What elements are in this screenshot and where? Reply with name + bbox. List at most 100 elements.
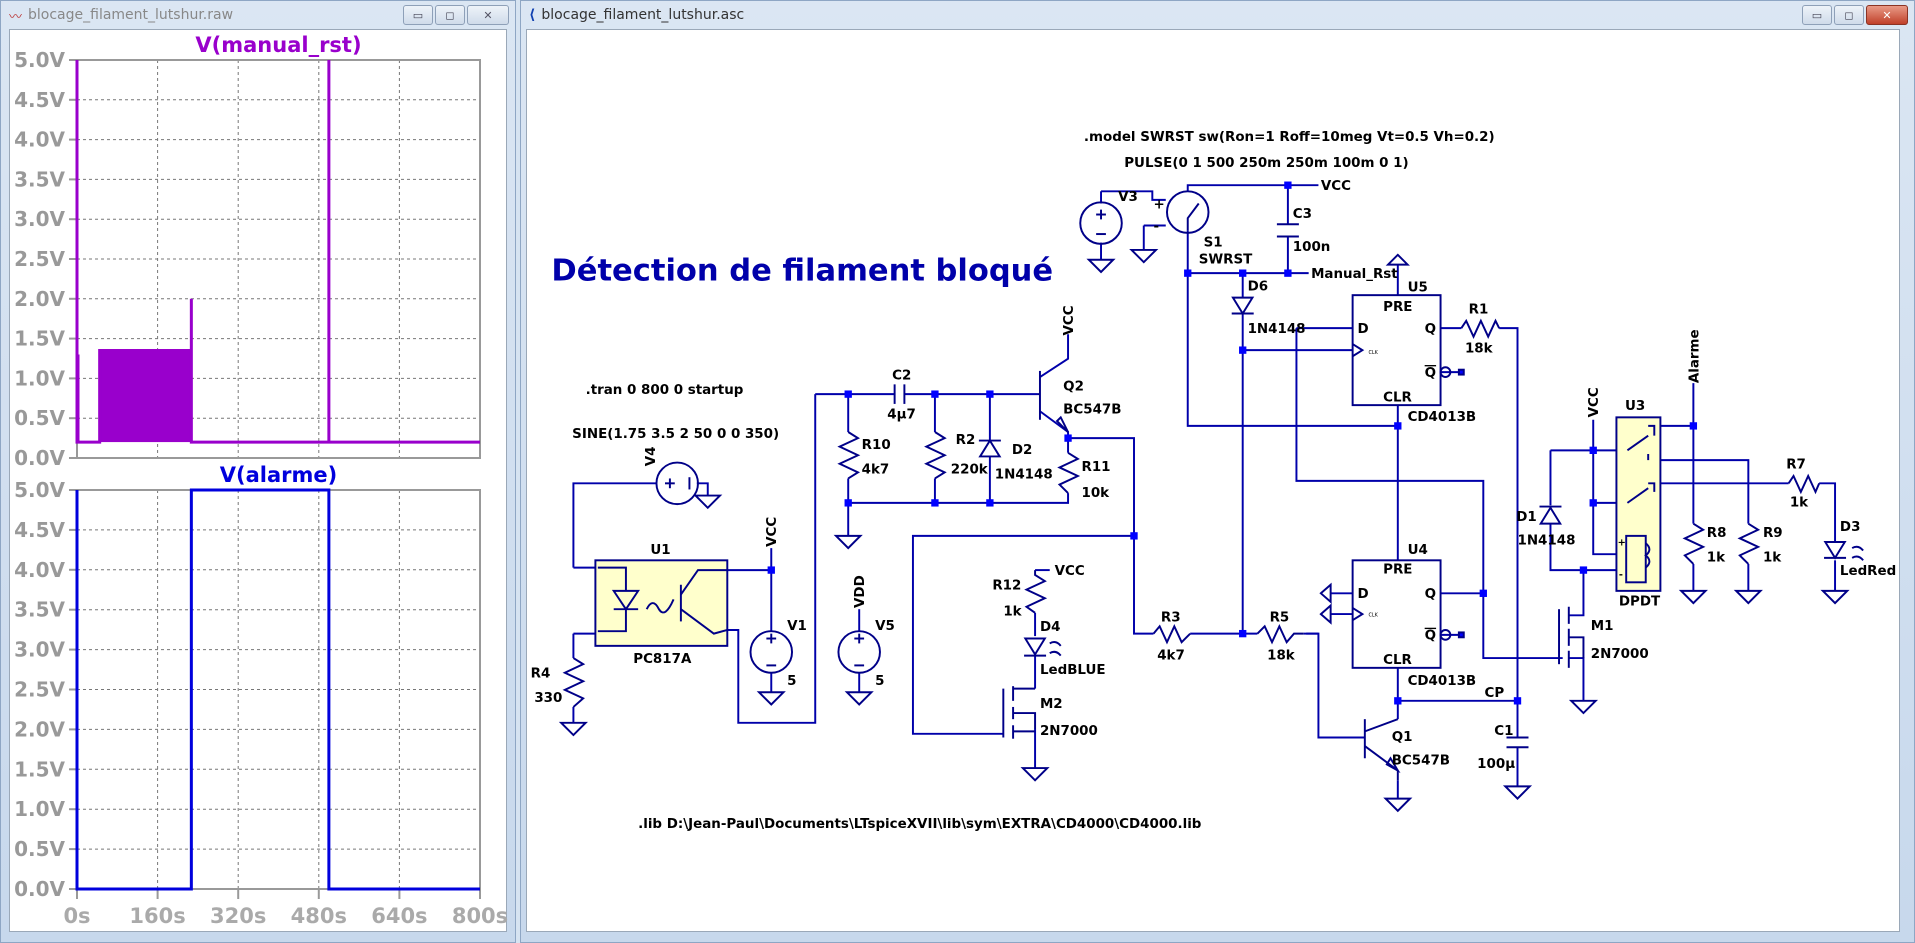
- value-c2[interactable]: 4µ7: [887, 408, 916, 423]
- value-d1[interactable]: 1N4148: [1518, 533, 1576, 548]
- value-m2[interactable]: 2N7000: [1040, 724, 1098, 739]
- value-r5[interactable]: 18k: [1267, 648, 1296, 663]
- u3-relay: [1615, 416, 1662, 592]
- value-s1[interactable]: SWRST: [1199, 252, 1253, 267]
- value-r11[interactable]: 10k: [1081, 486, 1110, 501]
- label-v4[interactable]: V4: [644, 446, 659, 466]
- schematic-window-title: blocage_filament_lutshur.asc: [541, 7, 745, 23]
- label-v5[interactable]: V5: [875, 619, 895, 634]
- label-r10[interactable]: R10: [862, 438, 891, 453]
- label-d6[interactable]: D6: [1248, 279, 1268, 294]
- value-r3[interactable]: 4k7: [1157, 648, 1185, 663]
- maximize-icon: ◻: [445, 8, 455, 22]
- value-q2[interactable]: BC547B: [1063, 403, 1121, 418]
- y-tick-label: 4.5V: [14, 88, 65, 112]
- u5-pin-qbar: Q: [1425, 366, 1436, 381]
- u4-pin-d: D: [1358, 587, 1369, 602]
- u5-pin-clr: CLR: [1383, 390, 1412, 405]
- x-tick-label: 320s: [210, 904, 266, 928]
- plot-title: V(alarme): [220, 463, 337, 487]
- label-d3[interactable]: D3: [1840, 520, 1860, 535]
- waveform-icon: 〰: [9, 9, 23, 25]
- waveform-plots[interactable]: V(manual_rst)0.0V0.5V1.0V1.5V2.0V2.5V3.0…: [10, 30, 508, 933]
- minimize-button[interactable]: ▭: [1802, 5, 1832, 25]
- x-tick-label: 160s: [129, 904, 185, 928]
- label-d2[interactable]: D2: [1012, 443, 1032, 458]
- value-r12[interactable]: 1k: [1003, 604, 1022, 619]
- label-c2[interactable]: C2: [892, 368, 911, 383]
- maximize-button[interactable]: ◻: [1834, 5, 1864, 25]
- value-c1[interactable]: 100µ: [1477, 757, 1515, 772]
- label-q1[interactable]: Q1: [1392, 730, 1413, 745]
- value-d4[interactable]: LedBLUE: [1040, 663, 1106, 678]
- maximize-button[interactable]: ◻: [435, 5, 465, 25]
- value-r1[interactable]: 18k: [1465, 342, 1494, 357]
- label-u1[interactable]: U1: [650, 543, 670, 558]
- schematic-titlebar[interactable]: ⟨ blocage_filament_lutshur.asc: [521, 1, 1914, 29]
- label-v3[interactable]: V3: [1118, 190, 1138, 205]
- schematic-drawing[interactable]: .model SWRST sw(Ron=1 Roff=10meg Vt=0.5 …: [527, 30, 1901, 933]
- y-tick-label: 1.5V: [14, 327, 65, 351]
- close-icon: ✕: [1882, 8, 1892, 22]
- label-u5[interactable]: U5: [1408, 280, 1428, 295]
- net-alarme: Alarme: [1687, 329, 1702, 383]
- y-tick-label: 2.0V: [14, 287, 65, 311]
- directive-pulse[interactable]: PULSE(0 1 500 250m 250m 100m 0 1): [1124, 156, 1408, 171]
- label-r2[interactable]: R2: [956, 433, 976, 448]
- value-q1[interactable]: BC547B: [1392, 753, 1450, 768]
- label-r8[interactable]: R8: [1707, 526, 1727, 541]
- s1-switch-symbol: [1166, 190, 1210, 234]
- label-r7[interactable]: R7: [1786, 458, 1806, 473]
- value-d3[interactable]: LedRed: [1840, 564, 1896, 579]
- label-r11[interactable]: R11: [1081, 460, 1110, 475]
- trace-V(alarme): [75, 488, 480, 891]
- y-tick-label: 0.0V: [14, 446, 65, 470]
- label-r5[interactable]: R5: [1270, 610, 1290, 625]
- value-r8[interactable]: 1k: [1707, 551, 1726, 566]
- label-r3[interactable]: R3: [1161, 610, 1181, 625]
- label-u3[interactable]: U3: [1625, 399, 1645, 414]
- value-u4[interactable]: CD4013B: [1408, 674, 1477, 689]
- value-u5[interactable]: CD4013B: [1408, 410, 1477, 425]
- minimize-button[interactable]: ▭: [403, 5, 433, 25]
- label-m2[interactable]: M2: [1040, 697, 1063, 712]
- value-v5[interactable]: 5: [875, 674, 884, 689]
- directive-model[interactable]: .model SWRST sw(Ron=1 Roff=10meg Vt=0.5 …: [1084, 130, 1495, 145]
- label-r1[interactable]: R1: [1469, 302, 1489, 317]
- label-r12[interactable]: R12: [992, 579, 1021, 594]
- label-r4[interactable]: R4: [531, 667, 551, 682]
- value-r4[interactable]: 330: [534, 691, 562, 706]
- directive-lib[interactable]: .lib D:\Jean-Paul\Documents\LTspiceXVII\…: [638, 817, 1201, 832]
- value-m1[interactable]: 2N7000: [1591, 647, 1649, 662]
- close-button[interactable]: ✕: [1866, 5, 1908, 25]
- value-r9[interactable]: 1k: [1763, 551, 1782, 566]
- value-r2[interactable]: 220k: [951, 463, 989, 478]
- label-u4[interactable]: U4: [1408, 543, 1428, 558]
- label-m1[interactable]: M1: [1591, 619, 1614, 634]
- label-c3[interactable]: C3: [1293, 207, 1312, 222]
- value-c3[interactable]: 100n: [1293, 240, 1331, 255]
- y-tick-label: 2.5V: [14, 678, 65, 702]
- value-r7[interactable]: 1k: [1790, 496, 1809, 511]
- directive-sine[interactable]: SINE(1.75 3.5 2 50 0 0 350): [572, 427, 779, 442]
- label-d1[interactable]: D1: [1516, 510, 1536, 525]
- y-tick-label: 1.5V: [14, 757, 65, 781]
- value-d6[interactable]: 1N4148: [1248, 322, 1306, 337]
- value-u3[interactable]: DPDT: [1619, 595, 1661, 610]
- value-d2[interactable]: 1N4148: [995, 467, 1053, 482]
- value-v1[interactable]: 5: [787, 674, 796, 689]
- label-v1[interactable]: V1: [787, 619, 807, 634]
- close-button[interactable]: ✕: [467, 5, 509, 25]
- waveform-titlebar[interactable]: 〰 blocage_filament_lutshur.raw: [1, 1, 515, 29]
- directive-tran[interactable]: .tran 0 800 0 startup: [586, 383, 744, 398]
- value-u1[interactable]: PC817A: [633, 652, 692, 667]
- label-s1[interactable]: S1: [1204, 235, 1223, 250]
- label-c1[interactable]: C1: [1494, 724, 1513, 739]
- net-vdd: VDD: [853, 575, 868, 608]
- label-r9[interactable]: R9: [1763, 526, 1783, 541]
- value-r10[interactable]: 4k7: [862, 463, 890, 478]
- schematic-canvas[interactable]: .model SWRST sw(Ron=1 Roff=10meg Vt=0.5 …: [526, 29, 1900, 932]
- label-d4[interactable]: D4: [1040, 620, 1060, 635]
- label-q2[interactable]: Q2: [1063, 379, 1084, 394]
